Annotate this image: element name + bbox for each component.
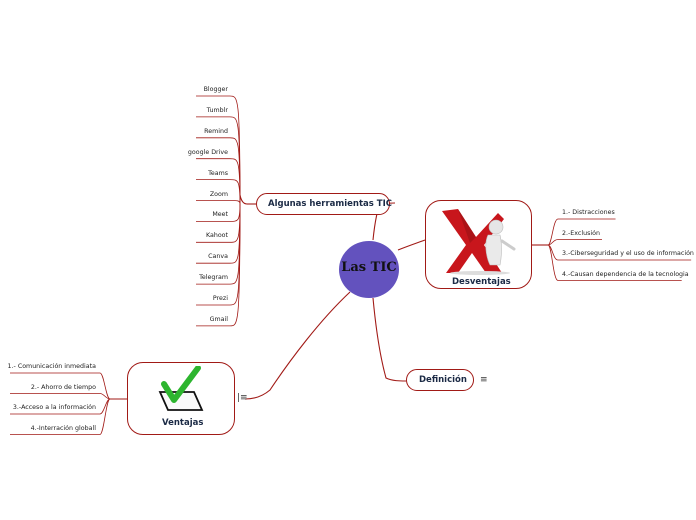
tool-item[interactable]: Gmail — [209, 315, 228, 323]
menu-icon[interactable]: |≡ — [237, 393, 248, 403]
disadvantage-item[interactable]: 1.- Distracciones — [562, 209, 615, 216]
tool-item[interactable]: google Drive — [187, 148, 228, 156]
tool-item[interactable]: Canva — [208, 253, 228, 261]
advantage-item[interactable]: 3.-Acceso a la información — [12, 404, 96, 411]
tool-item[interactable]: Kahoot — [205, 232, 228, 240]
tool-branch-line — [196, 203, 241, 327]
definition-node-label: Definición — [419, 375, 467, 385]
central-topic-label: Las TIC — [341, 260, 397, 275]
disadvantage-branch-line — [547, 218, 616, 246]
menu-icon[interactable]: ≡ — [480, 375, 488, 385]
tool-item[interactable]: Prezi — [212, 295, 228, 302]
disadvantage-branch-line — [547, 239, 602, 246]
disadvantage-branch-line — [547, 244, 682, 281]
tool-branches — [196, 95, 241, 327]
advantage-branches — [10, 372, 111, 435]
tool-item[interactable]: Meet — [212, 211, 228, 219]
tool-item[interactable]: Blogger — [203, 86, 228, 93]
advantage-branch-line — [10, 393, 111, 400]
connector-center-definition — [372, 297, 407, 382]
disadvantage-branches — [547, 218, 692, 281]
tools-node-label: Algunas herramientas TIC — [268, 199, 392, 209]
disadvantage-branch-line — [547, 244, 692, 261]
definition-node[interactable] — [406, 369, 474, 391]
advantage-item[interactable]: 2.- Ahorro de tiempo — [30, 383, 96, 391]
central-topic[interactable]: Las TIC — [339, 241, 399, 298]
advantage-branch-line — [10, 372, 111, 400]
tool-branch-line — [196, 200, 241, 205]
tool-item[interactable]: Tumblr — [206, 106, 228, 114]
tool-branch-line — [196, 179, 241, 205]
disadvantage-item[interactable]: 2.-Exclusión — [562, 229, 600, 237]
disadvantages-node-label: Desventajas — [452, 277, 511, 287]
connector-center-disadvantages — [397, 239, 426, 251]
tool-item[interactable]: Telegram — [199, 274, 228, 282]
tool-item[interactable]: Teams — [208, 169, 228, 177]
advantage-branch-line — [10, 398, 111, 435]
tool-item[interactable]: Remind — [204, 127, 228, 135]
tool-item[interactable]: Zoom — [209, 190, 228, 198]
checkmark-icon — [158, 366, 204, 411]
disadvantage-item[interactable]: 4.-Causan dependencia de la tecnologia — [562, 270, 689, 278]
red-x-icon — [442, 209, 516, 275]
tools-spine — [239, 194, 248, 205]
advantages-node-label: Ventajas — [162, 418, 204, 428]
tools-node[interactable] — [256, 193, 390, 215]
disadvantage-item[interactable]: 3.-Ciberseguridad y el uso de informació… — [562, 250, 694, 257]
connector-center-advantages — [244, 291, 351, 400]
advantage-branch-line — [10, 398, 111, 415]
advantage-item[interactable]: 4.-Interración globall — [30, 424, 96, 432]
advantage-item[interactable]: 1.- Comunicación inmediata — [7, 363, 96, 370]
